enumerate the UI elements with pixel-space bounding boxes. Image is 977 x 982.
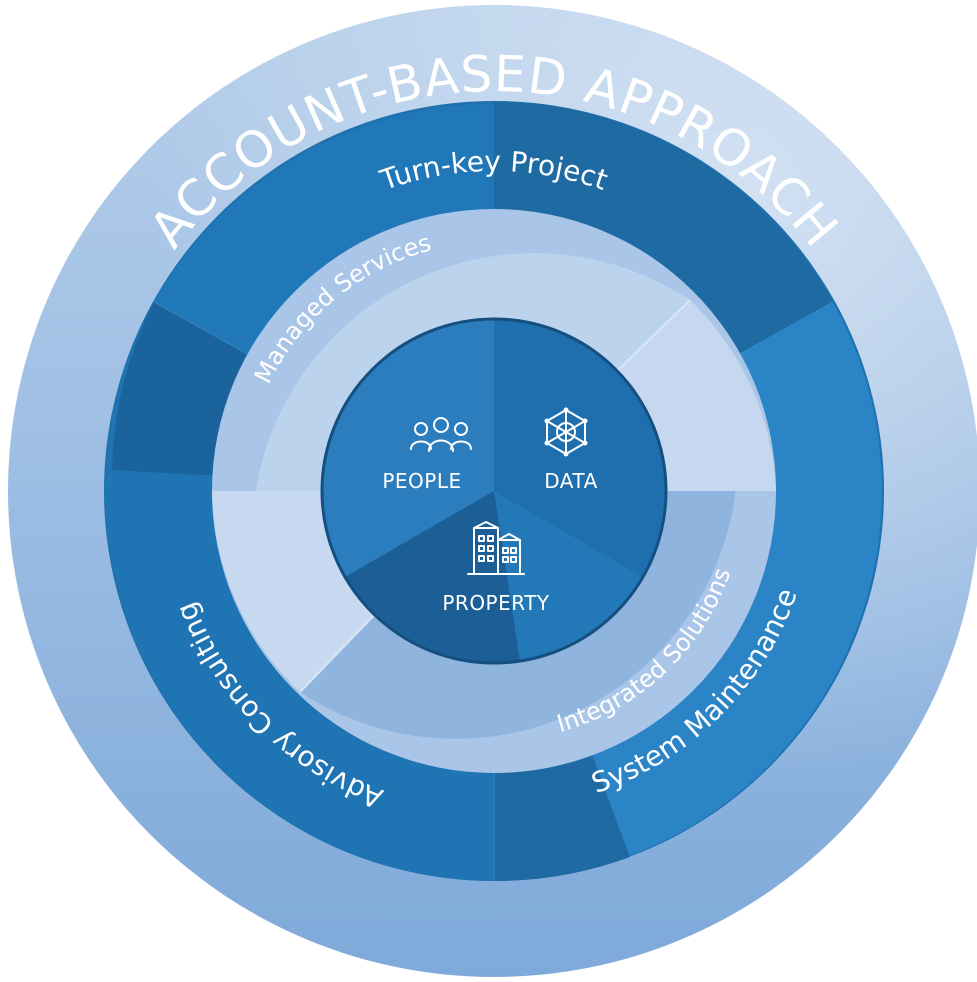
core-circle (320, 317, 668, 665)
data-label: DATA (544, 469, 598, 493)
network-globe-icon (544, 407, 588, 457)
buildings-icon (467, 521, 525, 575)
people-group-icon (410, 417, 472, 452)
people-label: PEOPLE (382, 469, 461, 493)
property-label: PROPERTY (442, 591, 550, 615)
